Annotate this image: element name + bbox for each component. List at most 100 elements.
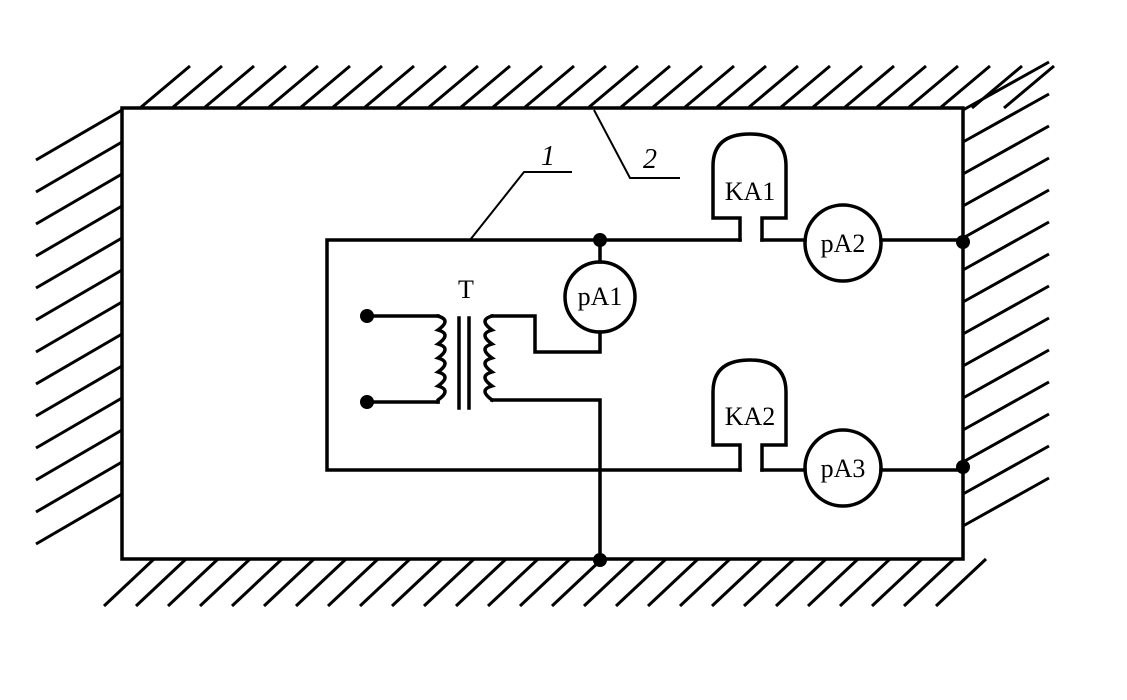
hatch-stroke [683,64,735,110]
hatch-stroke [962,380,1050,432]
hatch-stroke [358,557,412,608]
hatch-stroke [614,557,668,608]
hatch-stroke [363,64,415,110]
junction-pa1-top [593,233,607,247]
ammeter-pa2-label: pA2 [821,229,866,258]
hatch-stroke [491,64,543,110]
ammeter-pa2: pA2 [803,203,883,283]
hatch-stroke [962,220,1050,272]
secondary-winding [483,313,496,403]
hatch-stroke [331,64,383,110]
relay-ka2: KA2 [711,358,788,472]
hatch-stroke [459,64,511,110]
primary-terminal-top [360,309,374,323]
hatch-stroke [1003,64,1055,110]
hatch-stroke [646,557,700,608]
hatch-stroke [427,64,479,110]
hatch-stroke [299,64,351,110]
hatch-stroke [422,557,476,608]
hatch-stroke [166,557,220,608]
junction-right-bottom [956,460,970,474]
hatch-stroke [870,557,924,608]
primary-leads [365,314,440,404]
hatch-stroke [134,557,188,608]
hatch-stroke [35,460,123,514]
secondary-lower-lead [490,398,602,561]
relay-ka1-label: KA1 [725,177,776,206]
hatch-stroke [294,557,348,608]
hatch-stroke [715,64,767,110]
hatch-stroke [811,64,863,110]
hatch-stroke [326,557,380,608]
leader-line-2 [593,109,680,179]
hatch-stroke [651,64,703,110]
ammeter-pa1-label: pA1 [578,282,623,311]
hatch-stroke [102,557,156,608]
hatch-stroke [35,108,123,162]
hatch-stroke [962,412,1050,464]
hatch-stroke [962,92,1050,144]
hatch-stroke [962,60,1050,112]
hatch-stroke [35,396,123,450]
hatch-stroke [395,64,447,110]
hatch-stroke [907,64,959,110]
hatch-stroke [35,492,123,546]
hatch-stroke [747,64,799,110]
hatch-stroke [35,204,123,258]
ammeter-pa3-label: pA3 [821,454,866,483]
leader-line-1 [469,171,572,241]
hatch-stroke [555,64,607,110]
hatch-stroke [962,444,1050,496]
junction-bottom-enclosure [593,553,607,567]
hatch-stroke [710,557,764,608]
hatch-stroke [35,140,123,194]
hatch-stroke [939,64,991,110]
transformer-label: T [458,275,474,304]
junction-right-top [956,235,970,249]
leader-label-2: 2 [643,144,657,175]
hatch-stroke [962,348,1050,400]
hatch-stroke [35,332,123,386]
hatch-stroke [203,64,255,110]
hatch-stroke [806,557,860,608]
hatch-stroke [902,557,956,608]
hatch-stroke [523,64,575,110]
hatch-stroke [35,236,123,290]
hatch-stroke [962,252,1050,304]
primary-terminal-bottom [360,395,374,409]
hatch-stroke [35,364,123,418]
hatch-stroke [843,64,895,110]
hatch-stroke [198,557,252,608]
hatch-stroke [962,124,1050,176]
hatch-stroke [838,557,892,608]
hatch-stroke [962,476,1050,528]
relay-ka1: KA1 [711,132,788,242]
hatch-stroke [518,557,572,608]
hatch-stroke [390,557,444,608]
circuit-loop-left [325,238,742,472]
hatch-stroke [230,557,284,608]
hatch-stroke [171,64,223,110]
leader-label-1: 1 [541,141,555,172]
hatch-stroke [779,64,831,110]
hatch-stroke [262,557,316,608]
hatch-stroke [962,156,1050,208]
hatch-stroke [962,284,1050,336]
hatch-stroke [486,557,540,608]
hatch-stroke [139,64,191,110]
hatch-stroke [587,64,639,110]
hatch-stroke [619,64,671,110]
hatch-stroke [962,188,1050,240]
hatch-stroke [235,64,287,110]
enclosure-outline [120,106,965,561]
hatch-stroke [875,64,927,110]
hatch-stroke [962,316,1050,368]
hatch-stroke [35,428,123,482]
hatch-stroke [742,557,796,608]
hatch-stroke [582,557,636,608]
hatch-stroke [550,557,604,608]
ammeter-pa3: pA3 [803,428,883,508]
hatch-stroke [35,268,123,322]
hatch-stroke [454,557,508,608]
